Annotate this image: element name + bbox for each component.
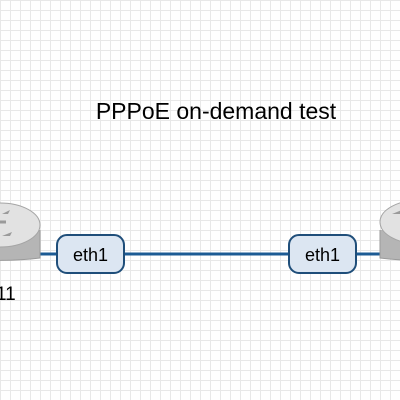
port-right-eth1[interactable]: eth1 (288, 234, 357, 274)
port-left-eth1[interactable]: eth1 (56, 234, 125, 274)
diagram-title: PPPoE on-demand test (95, 98, 337, 124)
port-right-label: eth1 (305, 245, 340, 265)
port-left-label: eth1 (73, 245, 108, 265)
router-left-label: 11 (0, 284, 16, 305)
router-left-icon[interactable] (0, 202, 41, 261)
router-right-icon[interactable] (379, 200, 400, 261)
